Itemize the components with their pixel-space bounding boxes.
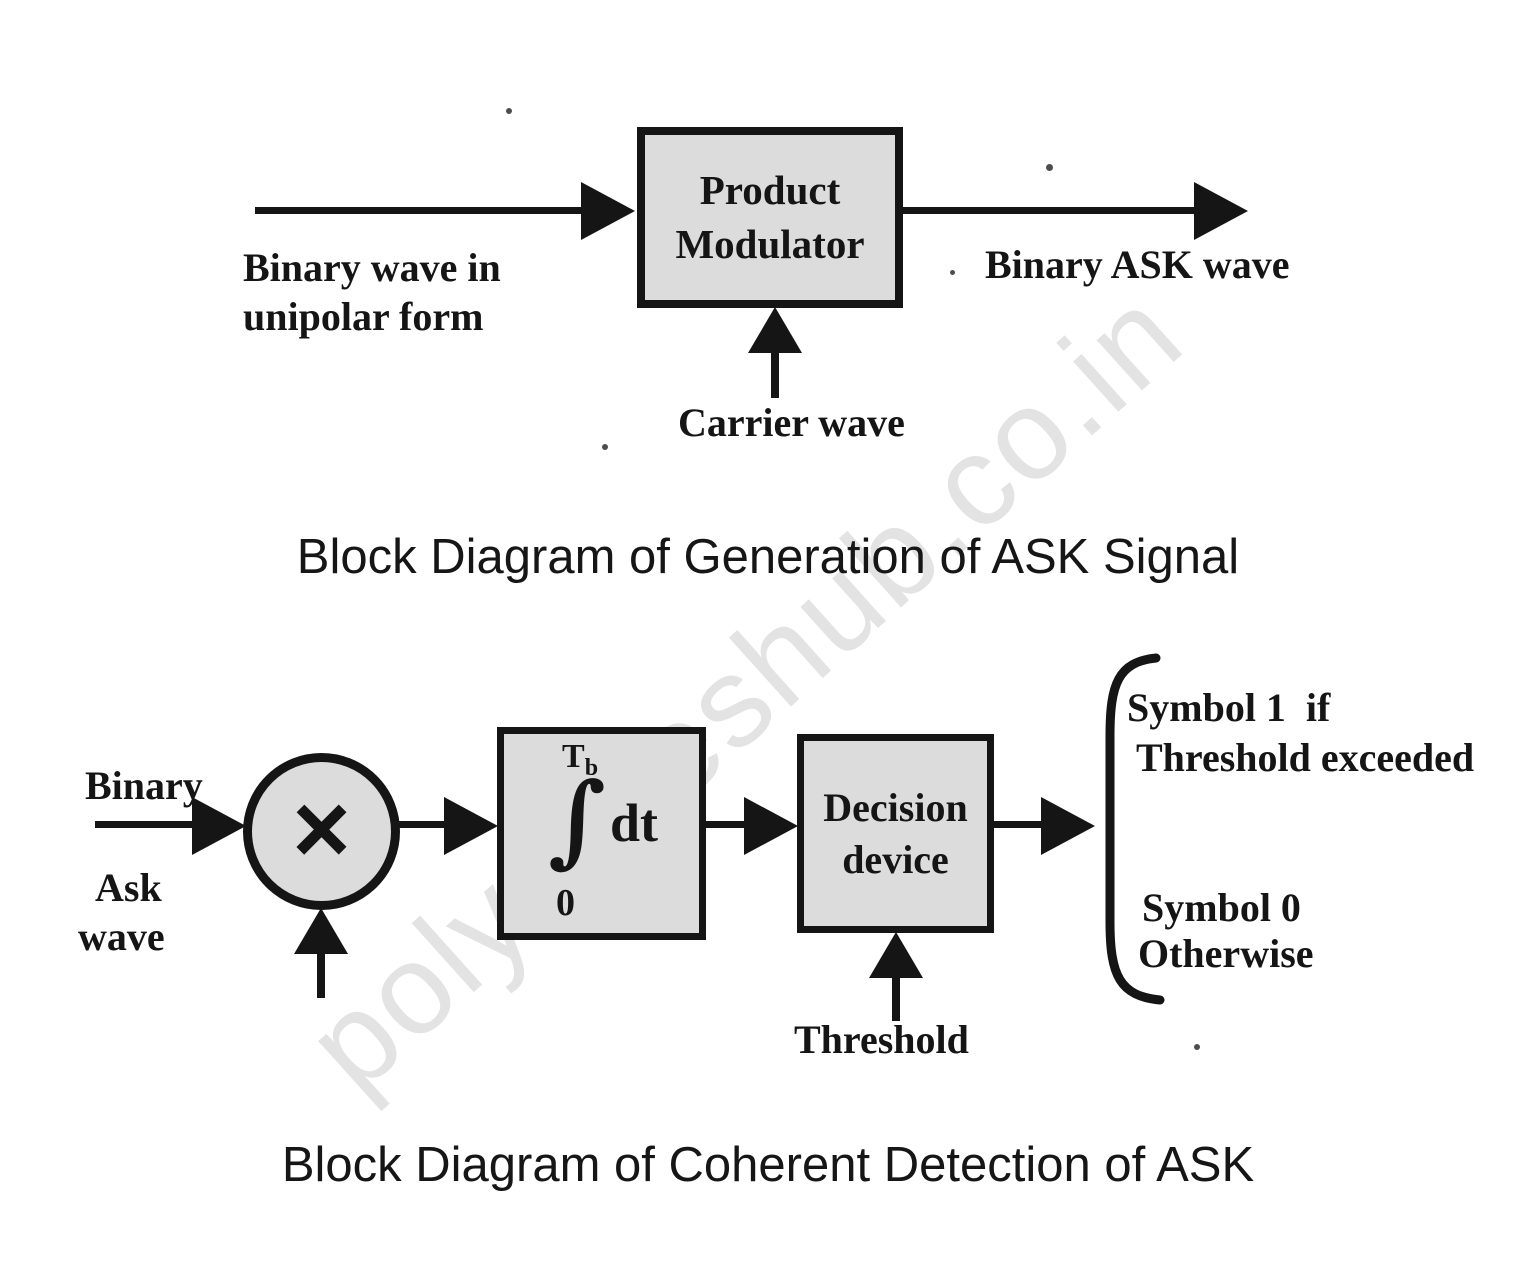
generation-caption: Block Diagram of Generation of ASK Signa…	[296, 530, 1240, 584]
arrowhead-carrier-into-block	[748, 307, 802, 353]
arrowhead-into-decision	[744, 797, 798, 855]
upper-limit-sub-b: b	[584, 754, 599, 781]
scan-dot	[602, 444, 608, 450]
input-signal-line	[255, 207, 587, 214]
decision-device-block: Decision device	[797, 734, 994, 933]
output-condition-line1: Symbol 1 if	[1127, 685, 1331, 730]
integrator-block: Tb ∫ 0 dt	[497, 727, 706, 940]
detector-input-line	[95, 821, 203, 828]
decision-output-line	[993, 821, 1045, 828]
input-label-line2: unipolar form	[243, 293, 484, 339]
decision-label-line2: device	[842, 836, 949, 882]
output-condition-line2: Threshold exceeded	[1136, 735, 1475, 780]
threshold-label: Threshold	[794, 1017, 969, 1062]
product-modulator-label-line1: Product	[699, 167, 841, 214]
product-modulator-label-line2: Modulator	[675, 220, 865, 267]
decision-label-line1: Decision	[823, 784, 968, 830]
scan-dot	[1046, 164, 1053, 171]
scan-dot	[950, 270, 955, 275]
integrator-lower-limit: 0	[556, 882, 575, 924]
scan-dot	[1194, 1044, 1200, 1050]
detector-input-label-line1: Binary	[85, 763, 203, 808]
arrowhead-into-integrator	[444, 797, 498, 855]
output-condition-line3: Symbol 0	[1142, 885, 1301, 930]
arrowhead-into-multiplier	[192, 797, 246, 855]
detection-caption: Block Diagram of Coherent Detection of A…	[281, 1138, 1255, 1192]
arrowhead-output	[1194, 182, 1248, 240]
integrator-to-decision-line	[705, 821, 753, 828]
multiply-icon: ×	[292, 772, 351, 885]
arrowhead-into-output-bracket	[1041, 797, 1095, 855]
detector-input-label-line2: Ask	[95, 865, 162, 910]
output-condition-line4: Otherwise	[1138, 931, 1314, 976]
threshold-line	[892, 975, 900, 1021]
multiplier-reference-line	[317, 952, 325, 998]
arrowhead-carrier-into-multiplier	[294, 908, 348, 954]
integrator-integrand: dt	[610, 793, 659, 853]
product-modulator-block: Product Modulator	[637, 127, 903, 308]
carrier-line	[771, 351, 779, 398]
multiplier-block: ×	[243, 753, 400, 910]
input-label-line1: Binary wave in	[243, 245, 501, 290]
output-signal-line	[903, 207, 1195, 214]
integral-sign: ∫	[548, 760, 606, 878]
arrowhead-into-product-modulator	[581, 182, 635, 240]
arrowhead-threshold-into-decision	[869, 932, 923, 978]
output-signal-label: Binary ASK wave	[985, 242, 1290, 287]
scan-dot	[506, 108, 512, 114]
upper-limit-T: T	[562, 738, 585, 775]
integrator-upper-limit: Tb	[562, 740, 598, 780]
carrier-label: Carrier wave	[678, 400, 905, 445]
multiplier-to-integrator-line	[398, 821, 448, 828]
output-bracket	[1105, 653, 1165, 1005]
detector-input-label-line3: wave	[78, 914, 165, 959]
